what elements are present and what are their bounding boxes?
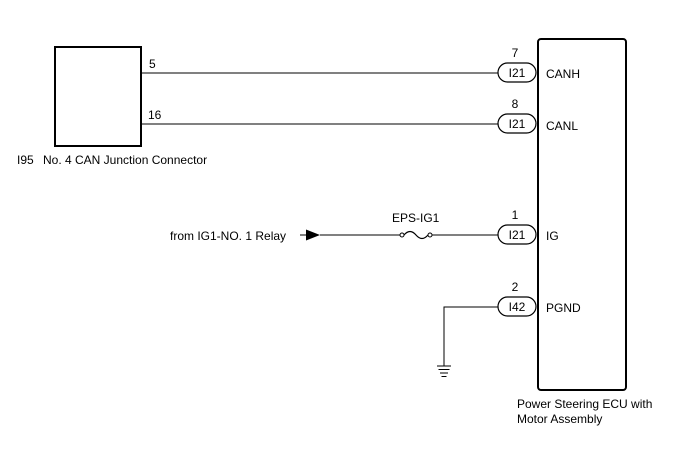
junction-pin-canh: 5 (149, 57, 156, 71)
terminal-canl: I21 8 CANL (497, 97, 578, 134)
terminal-canh: I21 7 CANH (497, 46, 580, 83)
junction-connector-name: No. 4 CAN Junction Connector (43, 153, 207, 167)
power-source-label: from IG1-NO. 1 Relay (170, 229, 286, 243)
connector-code: I21 (509, 66, 526, 80)
connector-pill (497, 113, 537, 134)
ground-wire (443, 306, 498, 366)
fuse-symbol-icon (399, 230, 433, 240)
terminal-pgnd: I42 2 PGND (497, 280, 581, 317)
pin-number: 1 (512, 208, 519, 222)
signal-name: PGND (546, 301, 581, 315)
ground-symbol-icon (437, 365, 451, 377)
ecu-name-line1: Power Steering ECU with (517, 397, 652, 411)
signal-name: CANL (546, 119, 578, 133)
connector-pill (497, 296, 537, 317)
connector-code: I42 (509, 300, 526, 314)
connector-code: I21 (509, 228, 526, 242)
pin-number: 7 (512, 46, 519, 60)
pin-number: 8 (512, 97, 519, 111)
connector-pill (497, 224, 537, 245)
junction-connector-code: I95 (17, 153, 34, 167)
terminal-ig: I21 1 IG (497, 208, 559, 245)
connector-code: I21 (509, 117, 526, 131)
signal-name: IG (546, 229, 559, 243)
junction-connector-box (54, 46, 142, 147)
ecu-box (537, 38, 627, 391)
ecu-name-line2: Motor Assembly (517, 412, 602, 426)
connector-pill (497, 62, 537, 83)
signal-name: CANH (546, 67, 580, 81)
fuse-label: EPS-IG1 (392, 211, 440, 225)
pin-number: 2 (512, 280, 519, 294)
arrow-right-icon (300, 229, 320, 241)
junction-pin-canl: 16 (148, 108, 162, 122)
